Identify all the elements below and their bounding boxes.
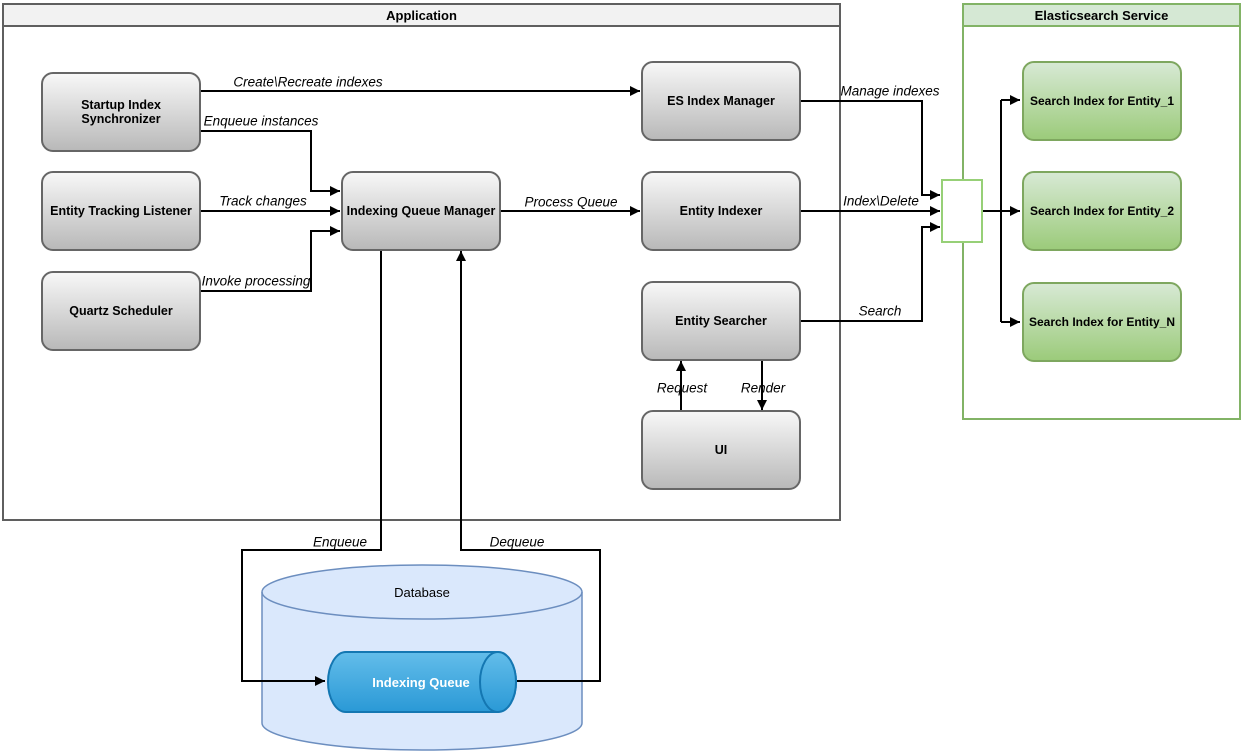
- edge-label-manage-indexes: Manage indexes: [840, 83, 940, 99]
- edge-dequeue: [456, 251, 601, 682]
- database-label: Database: [394, 585, 450, 600]
- node-search-index-entity-1: Search Index for Entity_1: [1022, 61, 1182, 141]
- node-entity-indexer: Entity Indexer: [641, 171, 801, 251]
- edge-connector-trunk: [983, 100, 1002, 322]
- edge-label-index-delete: Index\Delete: [843, 193, 919, 209]
- node-ui: UI: [641, 410, 801, 490]
- edge-search: [801, 222, 940, 322]
- indexing-queue-cylinder: Indexing Queue: [327, 651, 517, 713]
- edge-label-enqueue: Enqueue: [312, 534, 368, 550]
- edge-label-track-changes: Track changes: [219, 193, 307, 209]
- node-search-index-entity-n: Search Index for Entity_N: [1022, 282, 1182, 362]
- edge-invoke-processing: [201, 226, 340, 292]
- elasticsearch-service-title: Elasticsearch Service: [964, 5, 1239, 27]
- application-title: Application: [4, 5, 839, 27]
- edge-label-process-queue: Process Queue: [524, 194, 618, 210]
- node-entity-tracking-listener: Entity Tracking Listener: [41, 171, 201, 251]
- node-es-index-manager: ES Index Manager: [641, 61, 801, 141]
- edge-label-search: Search: [858, 303, 902, 319]
- edge-label-create-recreate-indexes: Create\Recreate indexes: [233, 74, 383, 90]
- es-boundary-connector: [941, 179, 983, 243]
- node-startup-index-synchronizer: Startup Index Synchronizer: [41, 72, 201, 152]
- edge-label-dequeue: Dequeue: [489, 534, 545, 550]
- edge-enqueue-instances: [201, 130, 340, 196]
- edge-label-invoke-processing: Invoke processing: [201, 273, 311, 289]
- edge-label-render: Render: [740, 380, 786, 396]
- edge-manage-indexes: [801, 100, 940, 200]
- node-search-index-entity-2: Search Index for Entity_2: [1022, 171, 1182, 251]
- node-quartz-scheduler: Quartz Scheduler: [41, 271, 201, 351]
- node-indexing-queue-manager: Indexing Queue Manager: [341, 171, 501, 251]
- edge-label-request: Request: [656, 380, 708, 396]
- edge-label-enqueue-instances: Enqueue instances: [203, 113, 319, 129]
- edge-enqueue: [241, 251, 382, 686]
- indexing-queue-label: Indexing Queue: [372, 675, 470, 690]
- node-entity-searcher: Entity Searcher: [641, 281, 801, 361]
